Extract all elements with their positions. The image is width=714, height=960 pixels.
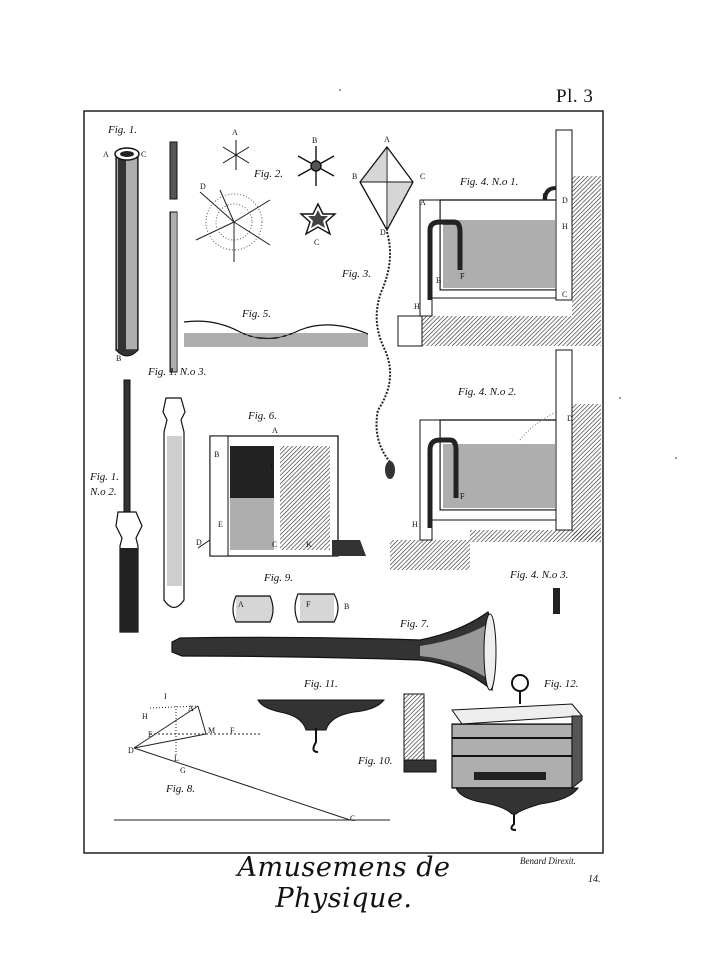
letter-m-fig8: M [208, 726, 216, 735]
letter-b-fig1: B [116, 354, 122, 363]
letter-a-fig2: A [232, 128, 238, 137]
letter-f-fig4-2: F [460, 492, 465, 501]
caption-fig9: Fig. 9. [264, 572, 294, 584]
caption-fig12: Fig. 12. [544, 678, 579, 690]
plate-title: Amusemens de Physique. [237, 852, 451, 914]
letter-c-fig6: C [272, 540, 278, 549]
caption-fig6: Fig. 6. [248, 410, 278, 422]
caption-fig10: Fig. 10. [358, 755, 393, 767]
letter-h-fig8: H [142, 712, 148, 721]
caption-fig4-n2: Fig. 4. N.o 2. [458, 386, 517, 398]
fig10-block [403, 693, 437, 773]
fig7-horn [171, 611, 497, 692]
fig9-cylinders [232, 593, 339, 623]
letter-b-fig4: B [436, 276, 442, 285]
letter-d-fig2: D [200, 182, 206, 191]
letter-b-fig9: B [344, 602, 350, 611]
letter-i-fig8: I [164, 692, 167, 701]
fig1-n3-rod [162, 141, 186, 609]
letter-l-fig8: L [174, 754, 179, 763]
caption-fig1-n2-b: N.o 2. [90, 486, 117, 498]
letter-a-fig9: A [238, 600, 244, 609]
fig11-bracket [257, 699, 386, 753]
letter-k-fig6: K [306, 540, 312, 549]
letter-b-fig2: B [312, 136, 318, 145]
letter-h-fig4: H [562, 222, 568, 231]
letter-c-fig1: C [141, 150, 147, 159]
letter-c-fig8: C [350, 814, 356, 823]
caption-fig7: Fig. 7. [400, 618, 430, 630]
caption-fig1: Fig. 1. [108, 124, 138, 136]
caption-fig4-n3: Fig. 4. N.o 3. [510, 569, 569, 581]
letter-h-fig4-base: H [414, 302, 420, 311]
caption-fig11: Fig. 11. [304, 678, 338, 690]
fig2-star-c [299, 202, 337, 236]
letter-d-fig6: D [196, 538, 202, 547]
fig1-n2-rod [115, 379, 143, 633]
letter-f-fig8: F [230, 726, 235, 735]
letter-a-fig3: A [384, 135, 390, 144]
page-number: 14. [588, 874, 601, 885]
fig3-kite [359, 145, 414, 479]
letter-h-fig4-2: H [412, 520, 418, 529]
letter-g-fig8: G [180, 766, 186, 775]
letter-c-fig2: C [314, 238, 320, 247]
plate-number: Pl. 3 [556, 86, 594, 107]
fig4-n1-tank [397, 129, 601, 347]
letter-d-fig3: D [380, 228, 386, 237]
caption-fig1-n2-a: Fig. 1. [90, 471, 120, 483]
letter-a-fig4: A [420, 198, 426, 207]
caption-fig2: Fig. 2. [254, 168, 284, 180]
letter-d-fig4-2: D [567, 414, 573, 423]
letter-a-fig1: A [103, 150, 109, 159]
letter-b-fig3: B [352, 172, 358, 181]
letter-b-fig6: B [214, 450, 220, 459]
caption-fig3: Fig. 3. [342, 268, 372, 280]
fig4-n3-piece [553, 588, 560, 614]
plate-border [83, 110, 604, 854]
fig1-tube [114, 147, 140, 357]
fig2-snowflake-b [297, 146, 335, 186]
letter-c-fig3: C [420, 172, 426, 181]
fig6-box [197, 435, 366, 557]
fig2-snowflake-d [195, 189, 271, 262]
letter-a-fig6: A [272, 426, 278, 435]
fig2-star-a [222, 140, 250, 170]
fig4-n2-tank [390, 349, 601, 570]
caption-fig1-n3: Fig. 1. N.o 3. [148, 366, 207, 378]
letter-a-fig8: A [188, 704, 194, 713]
fig5-wave [183, 320, 369, 347]
fig12-box [451, 674, 584, 831]
letter-e-fig4: E [542, 192, 547, 201]
letter-d-fig4: D [562, 196, 568, 205]
caption-fig4-n1: Fig. 4. N.o 1. [460, 176, 519, 188]
letter-f-fig4: F [460, 272, 465, 281]
letter-e-fig8: E [148, 730, 153, 739]
letter-e-fig6: E [218, 520, 223, 529]
caption-fig8: Fig. 8. [166, 783, 196, 795]
letter-c-fig4: C [562, 290, 568, 299]
letter-f-fig9: F [306, 600, 311, 609]
letter-d-fig8: D [128, 746, 134, 755]
fig8-diagram [114, 705, 390, 821]
letter-i-fig6: I [270, 462, 273, 471]
engraver-signature: Benard Direxit. [520, 856, 576, 866]
caption-fig5: Fig. 5. [242, 308, 272, 320]
